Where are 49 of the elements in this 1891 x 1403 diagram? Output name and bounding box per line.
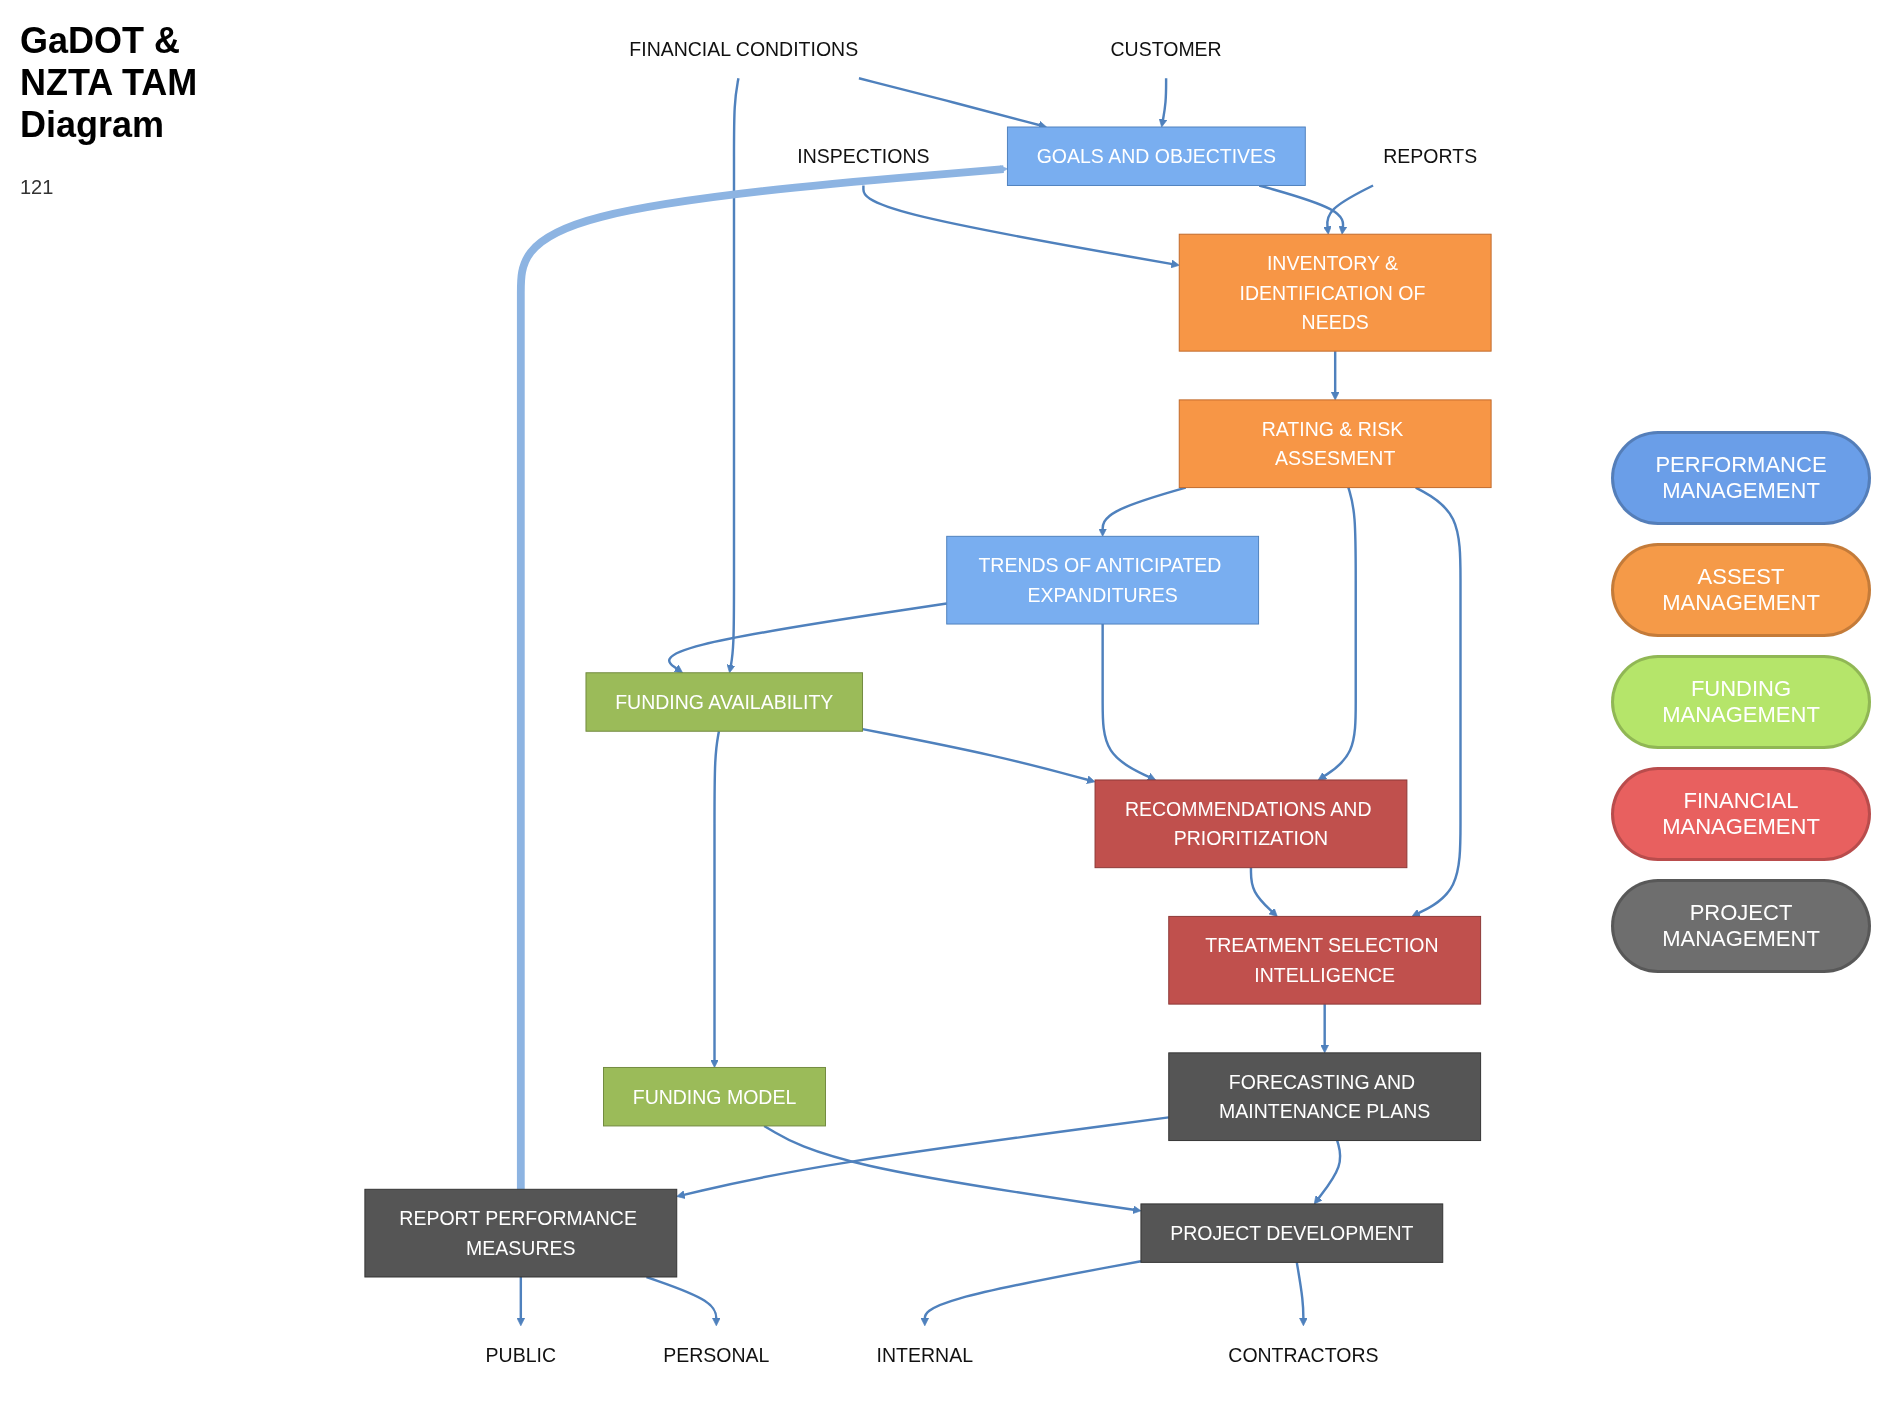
arrow <box>676 1115 1169 1199</box>
arrow <box>1295 1261 1308 1326</box>
arrow <box>1249 867 1278 917</box>
node-box: REPORT PERFORMANCE MEASURES <box>364 1188 678 1277</box>
arrow <box>1313 1139 1342 1204</box>
arrow <box>920 1259 1141 1326</box>
legend-pill: FINANCIAL MANAGEMENT <box>1611 766 1871 861</box>
arrow <box>516 164 1008 1189</box>
node-text: INSPECTIONS <box>797 145 930 167</box>
node-box: INVENTORY & IDENTIFICATION OF NEEDS <box>1178 233 1492 352</box>
arrow <box>1411 486 1462 917</box>
arrow <box>726 77 740 673</box>
node-box: GOALS AND OBJECTIVES <box>1006 126 1306 186</box>
node-text: INTERNAL <box>876 1343 973 1366</box>
arrow <box>1158 77 1168 127</box>
node-box: RECOMMENDATIONS AND PRIORITIZATION <box>1094 779 1408 868</box>
node-box: FUNDING MODEL <box>602 1066 826 1126</box>
arrow <box>1323 183 1374 235</box>
arrow <box>645 1275 721 1326</box>
arrow <box>763 1124 1142 1214</box>
page-number: 121 <box>20 176 55 199</box>
arrow <box>710 730 720 1068</box>
arrow <box>862 727 1096 784</box>
node-text: FINANCIAL CONDITIONS <box>629 37 859 60</box>
node-box: FUNDING AVAILABILITY <box>585 671 863 732</box>
arrow <box>862 184 1180 268</box>
node-text: REPORTS <box>1383 145 1477 167</box>
node-text: PUBLIC <box>485 1343 556 1366</box>
arrow <box>1317 486 1357 780</box>
arrow <box>668 601 947 673</box>
diagram-title: GaDOT & NZTA TAM Diagram <box>20 20 199 146</box>
arrow <box>1101 623 1156 781</box>
node-box: PROJECT DEVELOPMENT <box>1140 1202 1444 1263</box>
arrow <box>1320 1003 1329 1053</box>
arrow <box>1330 350 1340 400</box>
legend-pill: PERFORMANCE MANAGEMENT <box>1611 430 1871 525</box>
arrow <box>1098 485 1186 537</box>
arrow <box>1258 183 1348 235</box>
node-text: CONTRACTORS <box>1228 1343 1379 1366</box>
legend-pill: ASSEST MANAGEMENT <box>1611 542 1871 637</box>
arrow <box>516 1276 525 1326</box>
node-box: FORECASTING AND MAINTENANCE PLANS <box>1168 1051 1481 1141</box>
node-text: PERSONAL <box>663 1343 770 1366</box>
node-box: RATING & RISK ASSESMENT <box>1178 398 1492 488</box>
legend-pill: FUNDING MANAGEMENT <box>1611 654 1871 749</box>
node-box: TRENDS OF ANTICIPATED EXPANDITURES <box>946 535 1259 624</box>
node-text: CUSTOMER <box>1110 37 1222 60</box>
node-box: TREATMENT SELECTION INTELLIGENCE <box>1168 915 1481 1005</box>
legend-pill: PROJECT MANAGEMENT <box>1611 878 1871 973</box>
